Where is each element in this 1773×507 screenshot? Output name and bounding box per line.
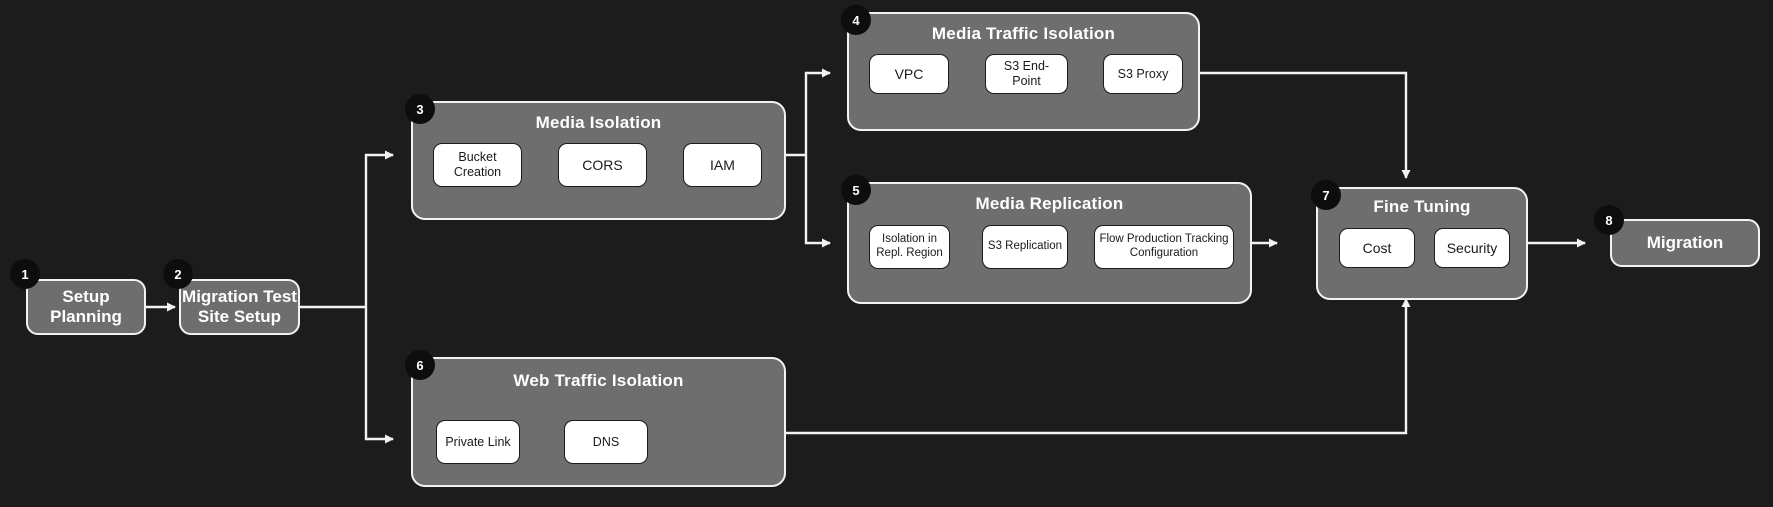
edge-web-traffic-isolation-to-fine-tuning	[765, 298, 1411, 435]
node-bucket-creation-label: Bucket Creation	[454, 150, 501, 180]
stage-migration[interactable]: Migration	[1610, 219, 1760, 267]
node-bucket-creation[interactable]: Bucket Creation	[433, 143, 522, 187]
badge-step-4: 4	[841, 5, 871, 35]
group-fine-tuning-title: Fine Tuning	[1373, 197, 1471, 216]
node-vpc[interactable]: VPC	[869, 54, 949, 94]
stage-setup-planning-label: Setup Planning	[50, 287, 122, 326]
edge-bus-to-web-traffic-isolation	[364, 307, 394, 444]
stage-label-line2: Site Setup	[197, 307, 282, 326]
badge-step-1: 1	[10, 259, 40, 289]
node-label-line2: Creation	[453, 165, 502, 179]
group-media-isolation-title: Media Isolation	[535, 113, 662, 132]
node-s3-replication[interactable]: S3 Replication	[982, 225, 1068, 269]
node-label-line1: Bucket	[458, 150, 497, 165]
group-media-traffic-isolation: Media Traffic Isolation VPC S3 End-Point…	[847, 12, 1200, 131]
node-dns[interactable]: DNS	[564, 420, 648, 464]
badge-step-3: 3	[405, 94, 435, 124]
edge-bus2-to-media-replication	[804, 155, 831, 248]
node-isolation-in-repl-region[interactable]: Isolation in Repl. Region	[869, 225, 950, 269]
stage-label-line2: Planning	[50, 307, 122, 326]
node-security[interactable]: Security	[1434, 228, 1510, 268]
stage-label-line1: Setup	[62, 287, 110, 307]
badge-step-8: 8	[1594, 205, 1624, 235]
node-isolation-label: Isolation in Repl. Region	[876, 233, 942, 260]
node-label-line1: Flow Production Tracking	[1099, 233, 1229, 246]
group-media-replication: Media Replication Isolation in Repl. Reg…	[847, 182, 1252, 304]
node-label-line2: Configuration	[1129, 247, 1199, 259]
stage-setup-planning[interactable]: Setup Planning	[26, 279, 146, 335]
stage-label-line1: Migration Test	[182, 287, 297, 307]
stage-migration-test-site-setup[interactable]: Migration Test Site Setup	[179, 279, 300, 335]
node-iam[interactable]: IAM	[683, 143, 762, 187]
node-label-line2: Repl. Region	[876, 247, 943, 259]
node-cost[interactable]: Cost	[1339, 228, 1415, 268]
group-web-traffic-isolation: Web Traffic Isolation Private Link DNS	[411, 357, 786, 487]
node-cors[interactable]: CORS	[558, 143, 647, 187]
node-s3-proxy[interactable]: S3 Proxy	[1103, 54, 1183, 94]
node-fpt-config-label: Flow Production Tracking Configuration	[1099, 233, 1228, 260]
group-web-traffic-isolation-title: Web Traffic Isolation	[513, 371, 684, 390]
node-flow-production-tracking-configuration[interactable]: Flow Production Tracking Configuration	[1094, 225, 1234, 269]
badge-step-2: 2	[163, 259, 193, 289]
node-private-link[interactable]: Private Link	[436, 420, 520, 464]
badge-step-6: 6	[405, 350, 435, 380]
group-media-traffic-isolation-title: Media Traffic Isolation	[931, 24, 1116, 43]
edge-media-traffic-isolation-to-fine-tuning	[1174, 71, 1411, 179]
stage-migration-test-label: Migration Test Site Setup	[182, 287, 297, 326]
group-media-isolation: Media Isolation Bucket Creation CORS IAM	[411, 101, 786, 220]
edge-bus-to-media-isolation	[364, 150, 394, 307]
badge-step-5: 5	[841, 175, 871, 205]
badge-step-7: 7	[1311, 180, 1341, 210]
edge-bus2-to-media-traffic-isolation	[804, 68, 831, 155]
group-media-replication-title: Media Replication	[975, 194, 1124, 213]
node-label-line1: Isolation in	[882, 233, 937, 246]
group-fine-tuning: Fine Tuning Cost Security	[1316, 187, 1528, 300]
node-s3-end-point[interactable]: S3 End-Point	[985, 54, 1068, 94]
